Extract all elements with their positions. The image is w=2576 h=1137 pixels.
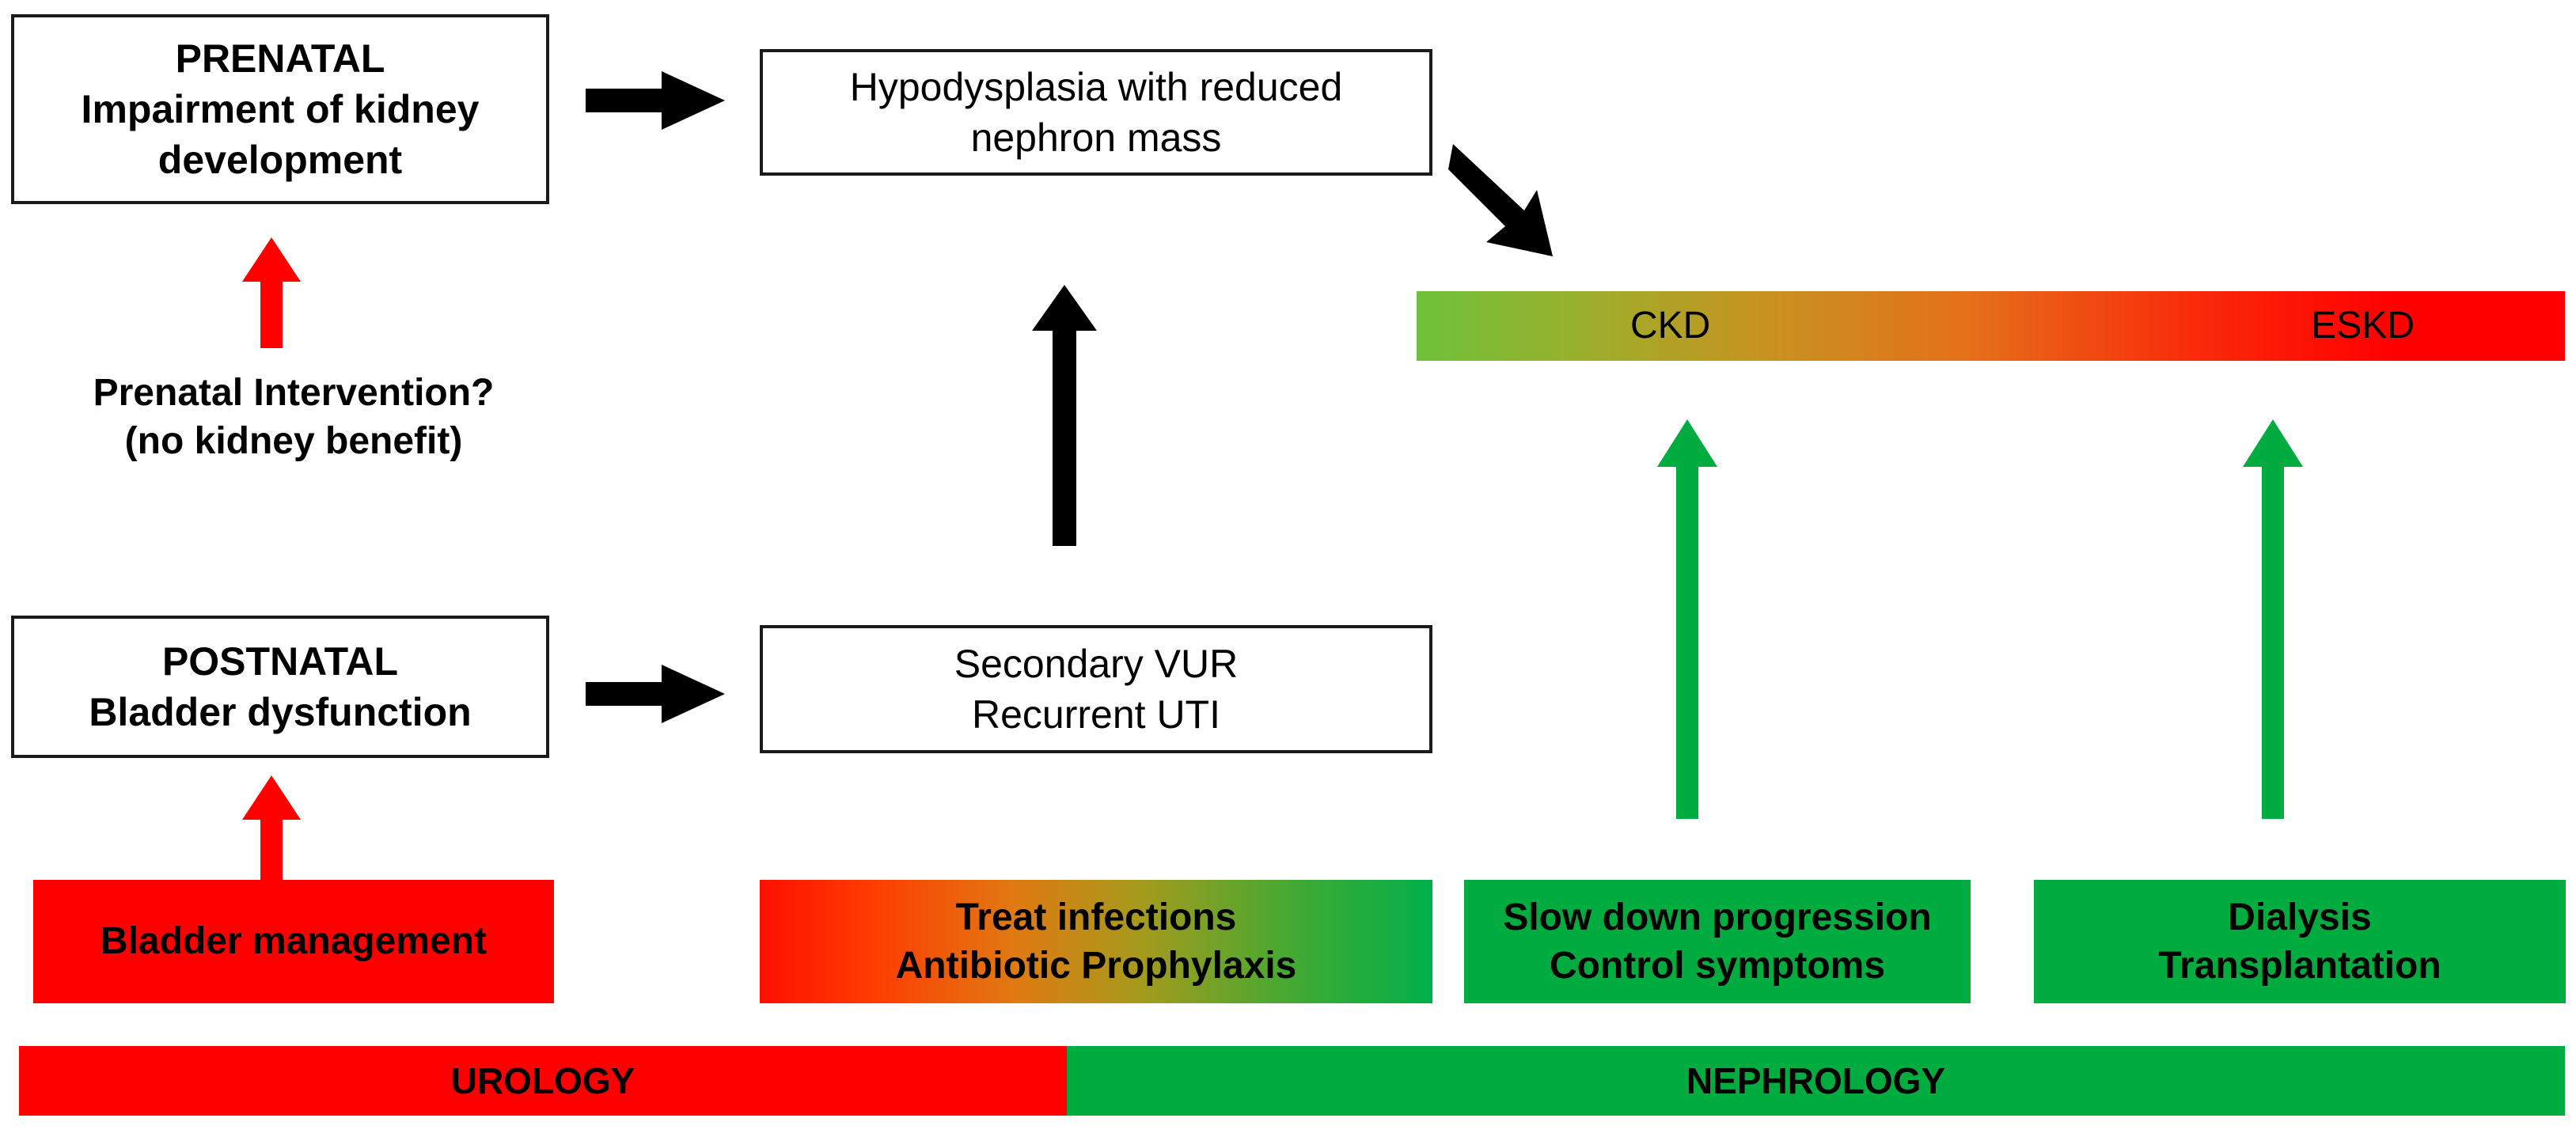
arrow-prenatal-intervention-up-icon [242,237,301,348]
node-prenatal-intervention: Prenatal Intervention? (no kidney benefi… [33,351,554,483]
arrow-prenatal-to-hypodysplasia-icon [586,71,725,130]
arrow-vur-to-hypodysplasia-icon [1032,285,1097,546]
treat-infections-line1: Treat infections [955,896,1237,938]
node-bladder-management: Bladder management [33,880,554,1003]
node-prenatal: PRENATAL Impairment of kidney developmen… [11,14,549,204]
node-secondary-vur: Secondary VUR Recurrent UTI [760,625,1432,753]
hypodysplasia-line2: nephron mass [970,116,1222,160]
prenatal-line1: Impairment of kidney [81,87,480,131]
prenatal-heading: PRENATAL [175,36,385,81]
arrow-hypodysplasia-to-ckd-icon [1448,144,1553,256]
dialysis-line2: Transplantation [2158,945,2441,987]
prenatal-intervention-line2: (no kidney benefit) [124,420,463,462]
node-dialysis-transplantation: Dialysis Transplantation [2034,880,2566,1003]
arrow-bladder-management-up-icon [242,775,301,886]
vur-line1: Secondary VUR [954,642,1239,686]
arrow-slow-progression-up-icon [1657,419,1717,819]
dialysis-line1: Dialysis [2228,896,2372,938]
urology-label: UROLOGY [450,1059,635,1101]
slow-progression-line2: Control symptoms [1549,945,1886,987]
postnatal-heading: POSTNATAL [161,639,399,684]
node-postnatal: POSTNATAL Bladder dysfunction [11,616,549,758]
bladder-management-line1: Bladder management [100,920,488,963]
prenatal-intervention-line1: Prenatal Intervention? [93,371,495,414]
vur-line2: Recurrent UTI [972,692,1220,737]
node-hypodysplasia: Hypodysplasia with reduced nephron mass [760,49,1432,176]
disease-progression-bar: CKD ESKD [1417,291,2565,361]
slow-progression-line1: Slow down progression [1503,896,1932,938]
treat-infections-line2: Antibiotic Prophylaxis [895,945,1297,987]
arrow-dialysis-up-icon [2243,419,2303,819]
node-treat-infections: Treat infections Antibiotic Prophylaxis [760,880,1432,1003]
arrow-postnatal-to-vur-icon [586,665,725,723]
ckd-label: CKD [1630,305,1711,347]
eskd-label: ESKD [2311,305,2415,347]
postnatal-line1: Bladder dysfunction [89,690,472,734]
specialty-bar-urology: UROLOGY [19,1046,1067,1116]
hypodysplasia-line1: Hypodysplasia with reduced [849,65,1343,109]
specialty-bar-nephrology: NEPHROLOGY [1067,1046,2565,1116]
nephrology-label: NEPHROLOGY [1686,1059,1946,1101]
node-slow-progression: Slow down progression Control symptoms [1464,880,1971,1003]
prenatal-line2: development [157,138,403,182]
